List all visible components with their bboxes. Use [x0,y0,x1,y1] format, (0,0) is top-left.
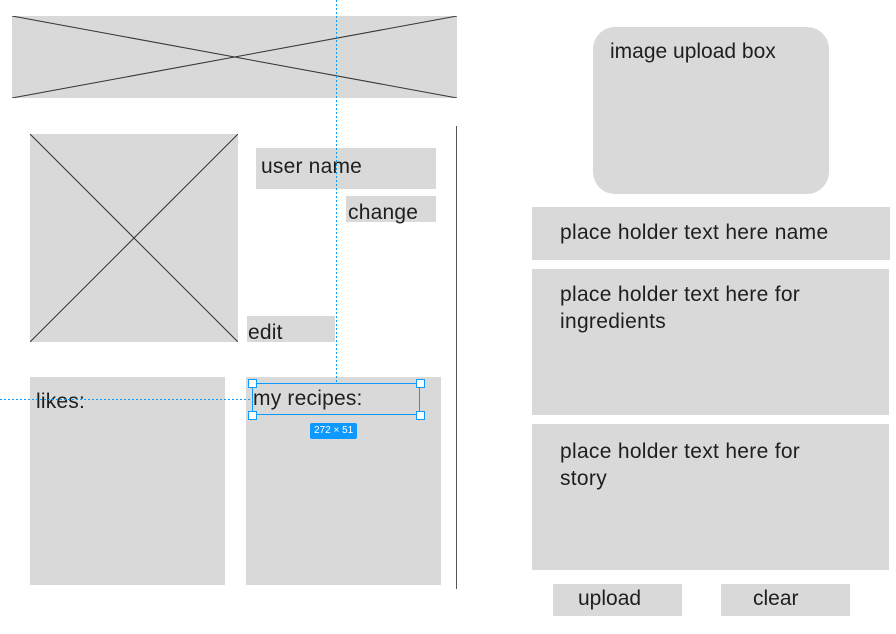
upload-button[interactable]: upload [553,584,682,616]
selection-size-badge: 272 × 51 [310,423,358,439]
ingredients-field[interactable]: place holder text here for ingredients [532,269,889,415]
likes-label: likes: [36,390,86,413]
vertical-divider [456,126,457,589]
likes-panel [30,377,225,585]
selection-handle-bottom-right[interactable] [416,411,425,420]
my-recipes-panel [246,377,441,585]
image-upload-label: image upload box [610,40,776,63]
clear-button[interactable]: clear [721,584,850,616]
story-placeholder: place holder text here for story [560,440,801,490]
selection-box[interactable] [252,383,420,415]
selection-handle-top-left[interactable] [248,379,257,388]
recipe-name-placeholder: place holder text here name [560,221,829,244]
banner-image-icon [12,16,457,98]
banner-image-placeholder [12,16,457,98]
my-recipes-label: my recipes: [253,387,363,410]
recipe-name-field[interactable]: place holder text here name [532,207,890,260]
edit-button[interactable] [247,316,335,342]
change-button[interactable] [346,196,436,222]
upload-button-label: upload [578,587,642,610]
selection-handle-top-right[interactable] [416,379,425,388]
profile-image-icon [30,134,238,342]
username-label: user name [261,155,363,178]
story-field[interactable]: place holder text here for story [532,424,889,570]
clear-button-label: clear [753,587,799,610]
username-field [256,148,436,189]
edit-label: edit [248,321,283,344]
image-upload-box[interactable]: image upload box [593,27,829,194]
change-label: change [348,201,419,224]
selection-handle-bottom-left[interactable] [248,411,257,420]
profile-picture-placeholder [30,134,238,342]
ingredients-placeholder: place holder text here for ingredients [560,283,801,333]
